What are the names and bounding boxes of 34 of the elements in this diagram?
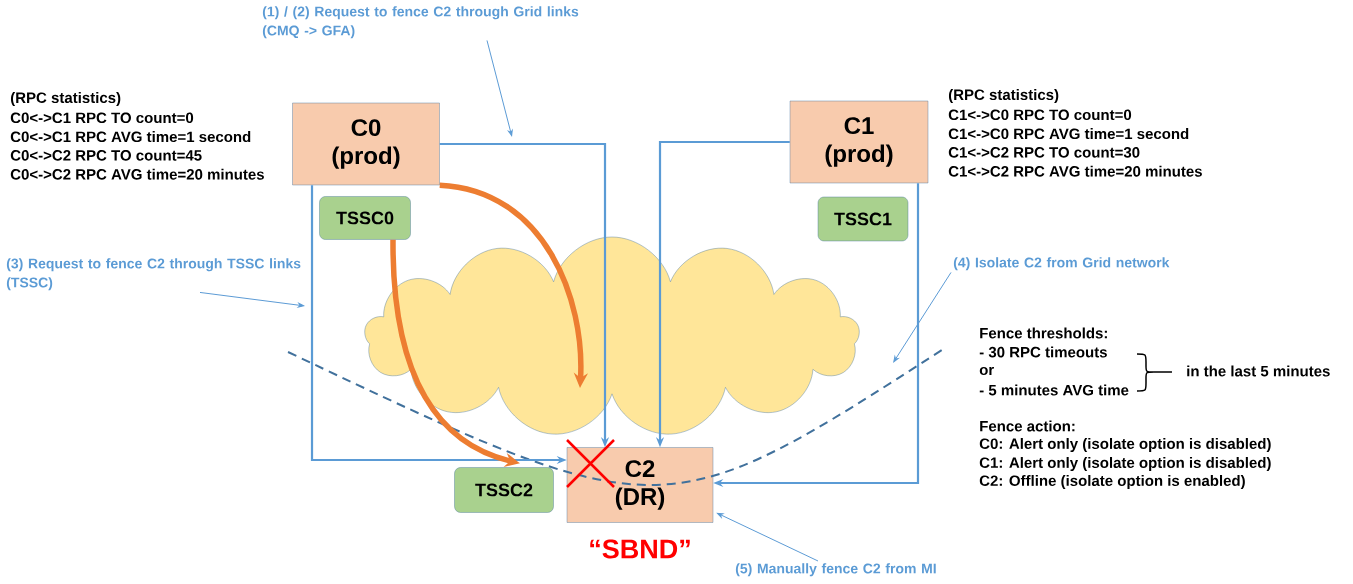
- rounded-box: TSSC2: [454, 467, 554, 513]
- note-text: or: [979, 366, 994, 376]
- note-text: Fence thresholds:: [980, 327, 1107, 339]
- note-text: Fence action:: [980, 420, 1075, 432]
- statistics-text: C1<->C2 RPC AVG time=20 minutes: [948, 165, 1202, 177]
- leader-line: [486, 39, 513, 137]
- statistics-text: C1<->C0 RPC TO count=0: [948, 109, 1132, 121]
- callout-text: (5) Manually fence C2 from MI: [735, 563, 936, 577]
- note-text: C2: Offline (isolate option is enabled): [979, 475, 1245, 489]
- note-text: - 30 RPC timeouts: [979, 346, 1107, 358]
- rounded-box: TSSC1: [817, 196, 909, 242]
- statistics-text: (RPC statistics): [948, 89, 1059, 103]
- statistics-text: C0<->C1 RPC AVG time=1 second: [10, 131, 251, 143]
- cluster-box: C2 (DR): [566, 447, 714, 523]
- callout-text: (3) Request to fence C2 through TSSC links (TSSC): [6, 258, 301, 291]
- note-text: C1: Alert only (isolate option is disabled): [979, 457, 1271, 471]
- quoted-label: “SBND”: [590, 539, 690, 559]
- statistics-text: C0<->C2 RPC TO count=45: [10, 150, 202, 161]
- statistics-text: C1<->C0 RPC AVG time=1 second: [948, 128, 1189, 140]
- note-text: in the last 5 minutes: [1187, 365, 1330, 377]
- note-text: C0: Alert only (isolate option is disabled): [979, 438, 1271, 452]
- statistics-text: (RPC statistics): [10, 92, 121, 106]
- callout-text: (4) Isolate C2 from Grid network: [953, 257, 1170, 271]
- cluster-box: C0 (prod): [292, 102, 440, 186]
- statistics-text: C0<->C2 RPC AVG time=20 minutes: [10, 168, 264, 180]
- leader-line: [893, 271, 952, 363]
- callout-text: (1) / (2) Request to fence C2 through Grid links (CMQ -> GFA): [262, 6, 579, 39]
- note-text: - 5 minutes AVG time: [979, 384, 1129, 396]
- leader-line: [717, 512, 819, 562]
- leader-line: [199, 291, 305, 308]
- statistics-text: C0<->C1 RPC TO count=0: [10, 112, 194, 124]
- cluster-box: C1 (prod): [789, 100, 929, 184]
- rounded-box: TSSC0: [319, 196, 411, 240]
- statistics-text: C1<->C2 RPC TO count=30: [948, 147, 1140, 158]
